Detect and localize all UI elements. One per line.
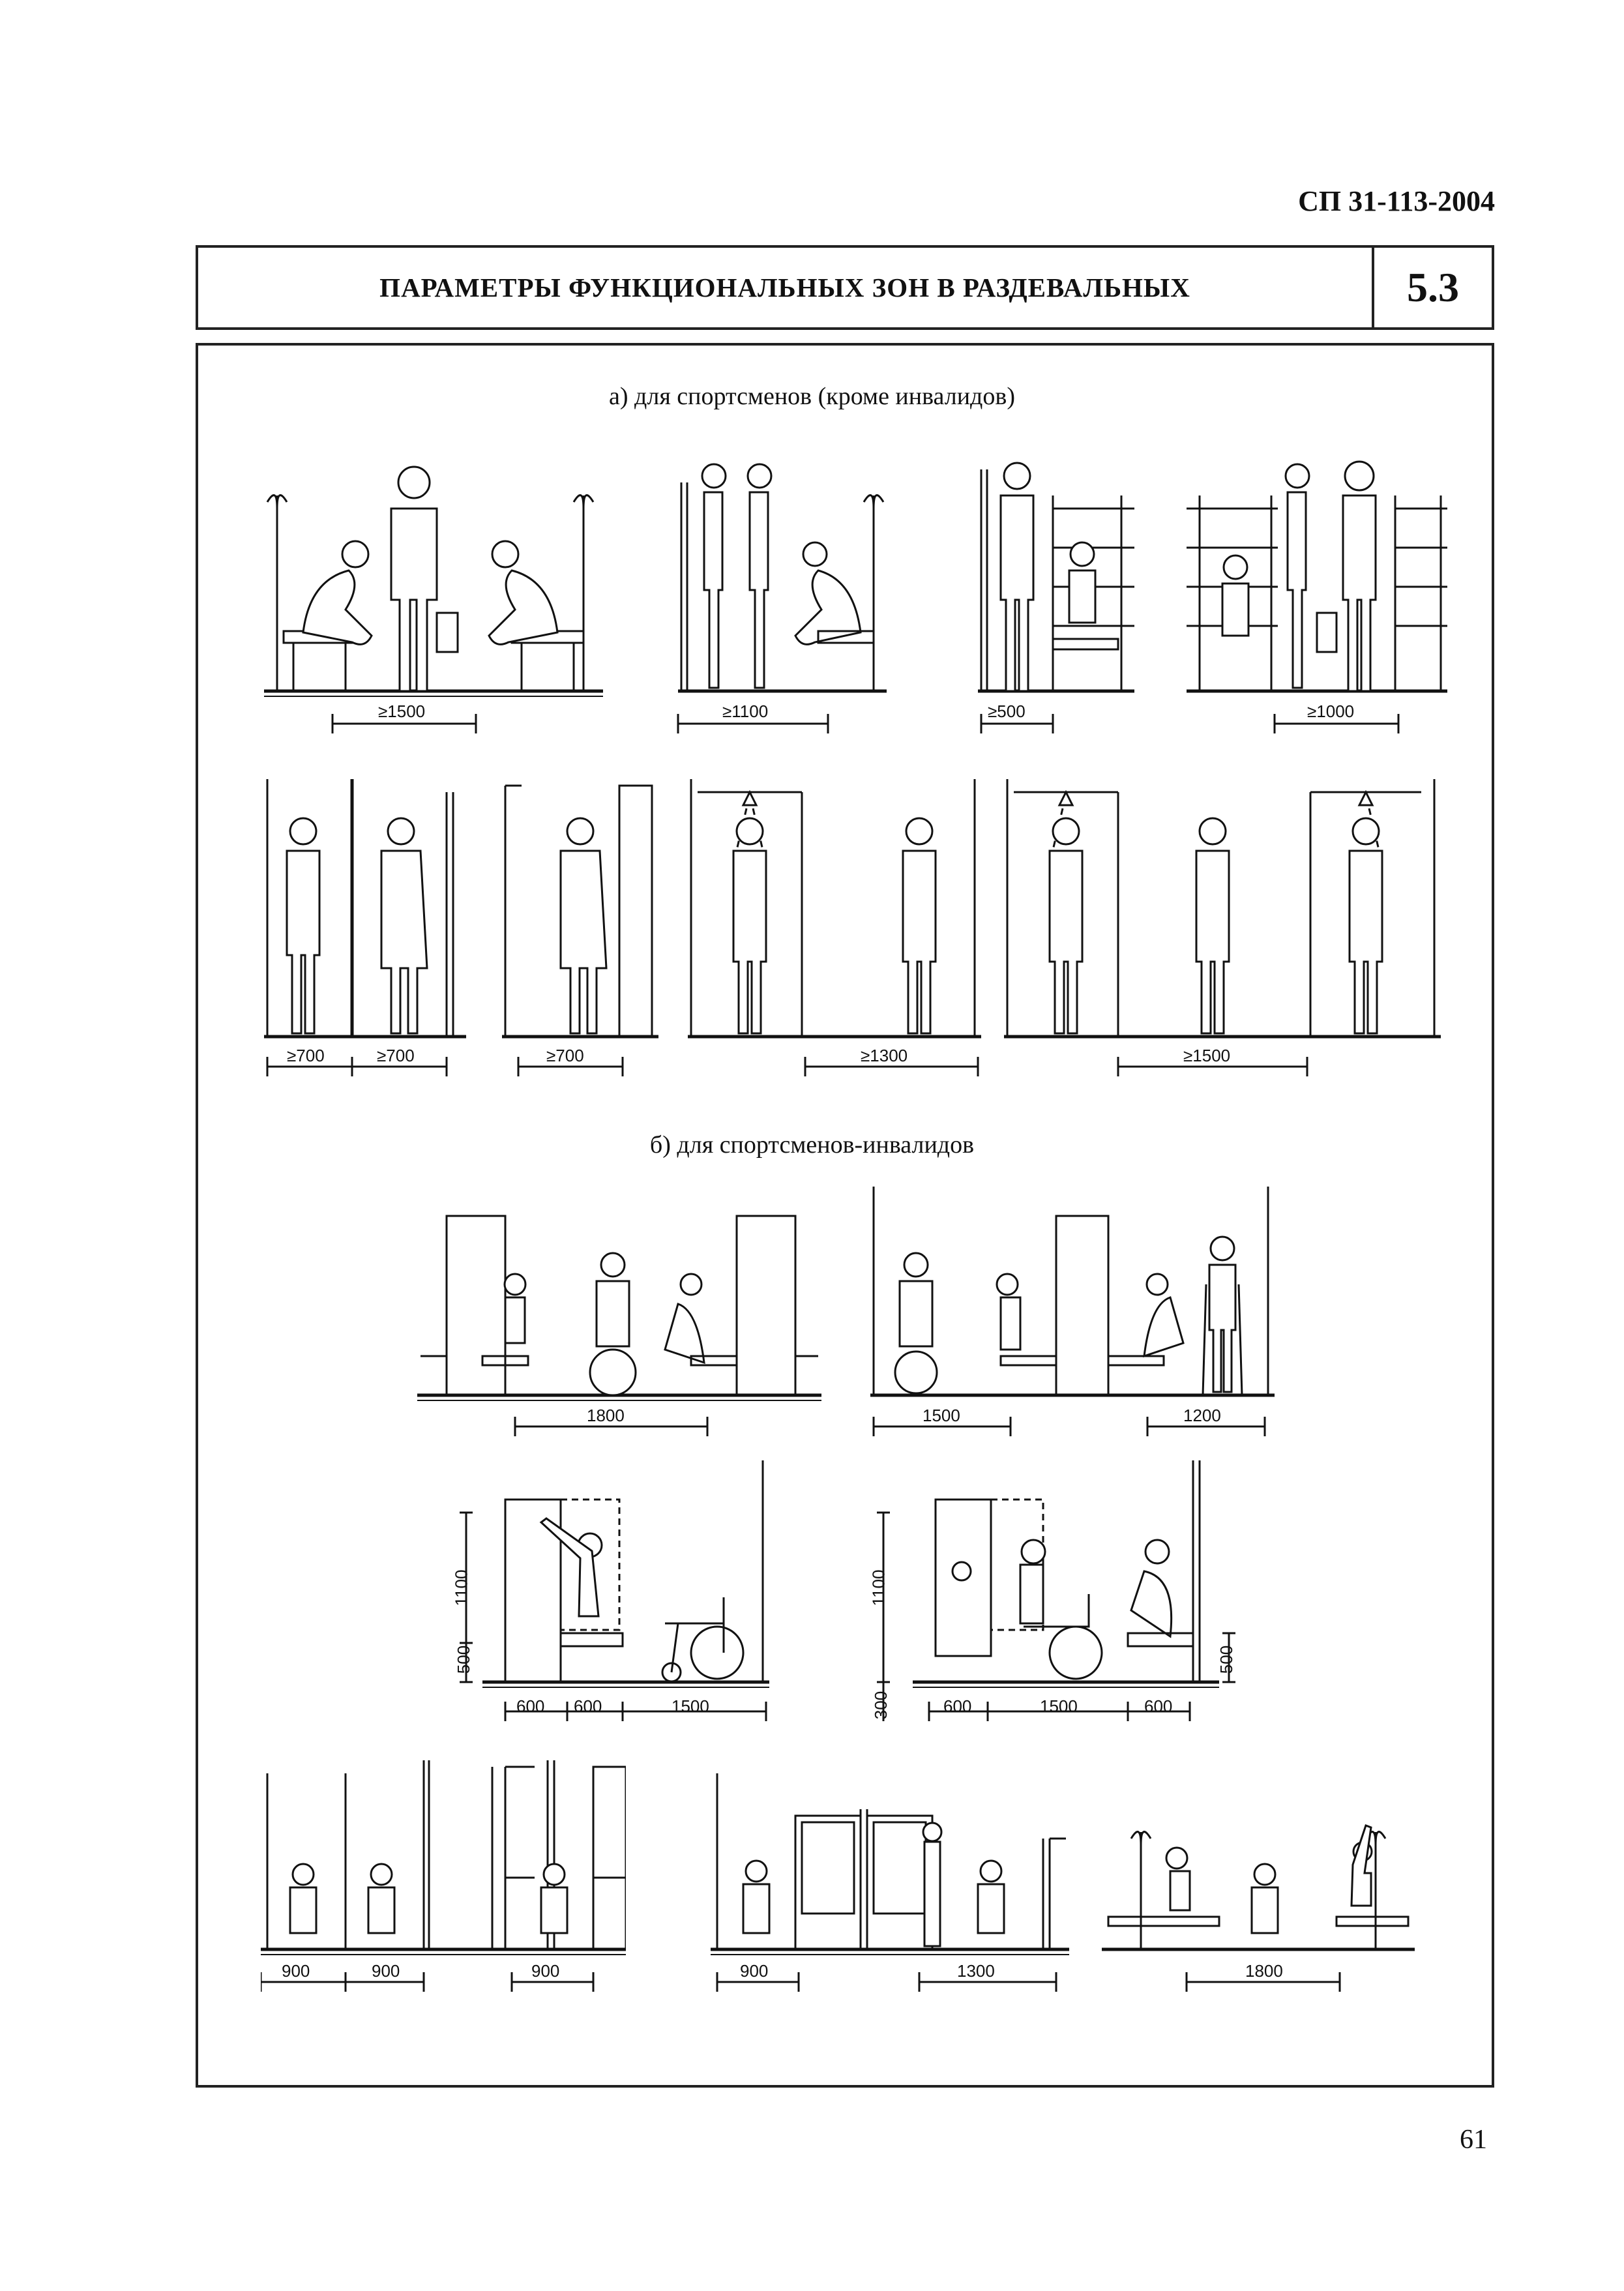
illustration-a-locker-standing bbox=[1187, 460, 1447, 693]
illustration-b-locker-wheelchair-left bbox=[482, 1460, 769, 1688]
dim-b9: 600 bbox=[1144, 1696, 1173, 1716]
dim-a6: ≥700 bbox=[377, 1046, 415, 1065]
dim-b7: 600 bbox=[943, 1696, 972, 1716]
dim-a5: ≥700 bbox=[287, 1046, 325, 1065]
illustration-a-shower-2 bbox=[1004, 779, 1441, 1039]
dim-b14: 1300 bbox=[957, 1961, 995, 1981]
dim-b11: 900 bbox=[372, 1961, 400, 1981]
dim-a9: ≥1500 bbox=[1183, 1046, 1231, 1065]
dim-b13: 900 bbox=[740, 1961, 769, 1981]
dimension-lines-b-row1 bbox=[514, 1417, 1266, 1436]
dim-b12: 900 bbox=[531, 1961, 560, 1981]
dim-a2: ≥1100 bbox=[722, 702, 769, 721]
dim-b5: 600 bbox=[574, 1696, 602, 1716]
dim-b15: 1800 bbox=[1245, 1961, 1283, 1981]
section-header: ПАРАМЕТРЫ ФУНКЦИОНАЛЬНЫХ ЗОН В РАЗДЕВАЛЬ… bbox=[196, 245, 1494, 330]
illustration-b-locker-wheelchair-right bbox=[913, 1460, 1219, 1688]
dim-b6: 1500 bbox=[672, 1696, 709, 1716]
dim-a1: ≥1500 bbox=[378, 702, 426, 721]
illustration-a-shower-1 bbox=[688, 779, 981, 1039]
dim-a4: ≥1000 bbox=[1307, 702, 1355, 721]
dimension-lines-b-row2 bbox=[460, 1511, 1235, 1721]
illustration-b-benches-crutches bbox=[870, 1187, 1275, 1397]
illustration-a-locker-bench bbox=[978, 462, 1134, 693]
dim-a3: ≥500 bbox=[988, 702, 1026, 721]
section-title: ПАРАМЕТРЫ ФУНКЦИОНАЛЬНЫХ ЗОН В РАЗДЕВАЛЬ… bbox=[379, 273, 1190, 303]
page-number: 61 bbox=[1460, 2125, 1487, 2155]
section-number: 5.3 bbox=[1372, 248, 1492, 327]
dim-b4: 600 bbox=[516, 1696, 545, 1716]
caption-section-a: а) для спортсменов (кроме инвалидов) bbox=[609, 383, 1015, 410]
illustration-b-bench-hooks bbox=[1102, 1824, 1415, 1951]
illustration-b-benches-wheelchair bbox=[417, 1215, 821, 1401]
dim-a7: ≥700 bbox=[546, 1046, 584, 1065]
document-code: СП 31-113-2004 bbox=[1298, 185, 1495, 217]
dim-b10: 900 bbox=[282, 1961, 310, 1981]
dim-a8: ≥1300 bbox=[861, 1046, 908, 1065]
dim-b8: 1500 bbox=[1040, 1696, 1078, 1716]
dimension-lines-b-row3 bbox=[261, 1972, 1341, 1992]
illustration-a-bench-dressing bbox=[264, 466, 603, 697]
dim-b3: 1200 bbox=[1183, 1406, 1221, 1425]
dim-b2: 1500 bbox=[923, 1406, 960, 1425]
dim-b1: 1800 bbox=[587, 1406, 625, 1425]
illustration-a-locker-single bbox=[502, 784, 658, 1039]
dimension-lines-a-row1 bbox=[331, 714, 1400, 733]
dimension-lines-a-row2 bbox=[266, 1057, 1308, 1076]
illustration-b-wheelchair-locker bbox=[540, 1863, 568, 1934]
illustration-a-lockers-coat bbox=[264, 779, 466, 1039]
illustration-b-wheelchair-doors bbox=[711, 1773, 1069, 1955]
illustration-a-standing-pair bbox=[678, 463, 887, 693]
caption-section-b: б) для спортсменов-инвалидов bbox=[649, 1131, 975, 1159]
figure-frame bbox=[196, 343, 1494, 2088]
